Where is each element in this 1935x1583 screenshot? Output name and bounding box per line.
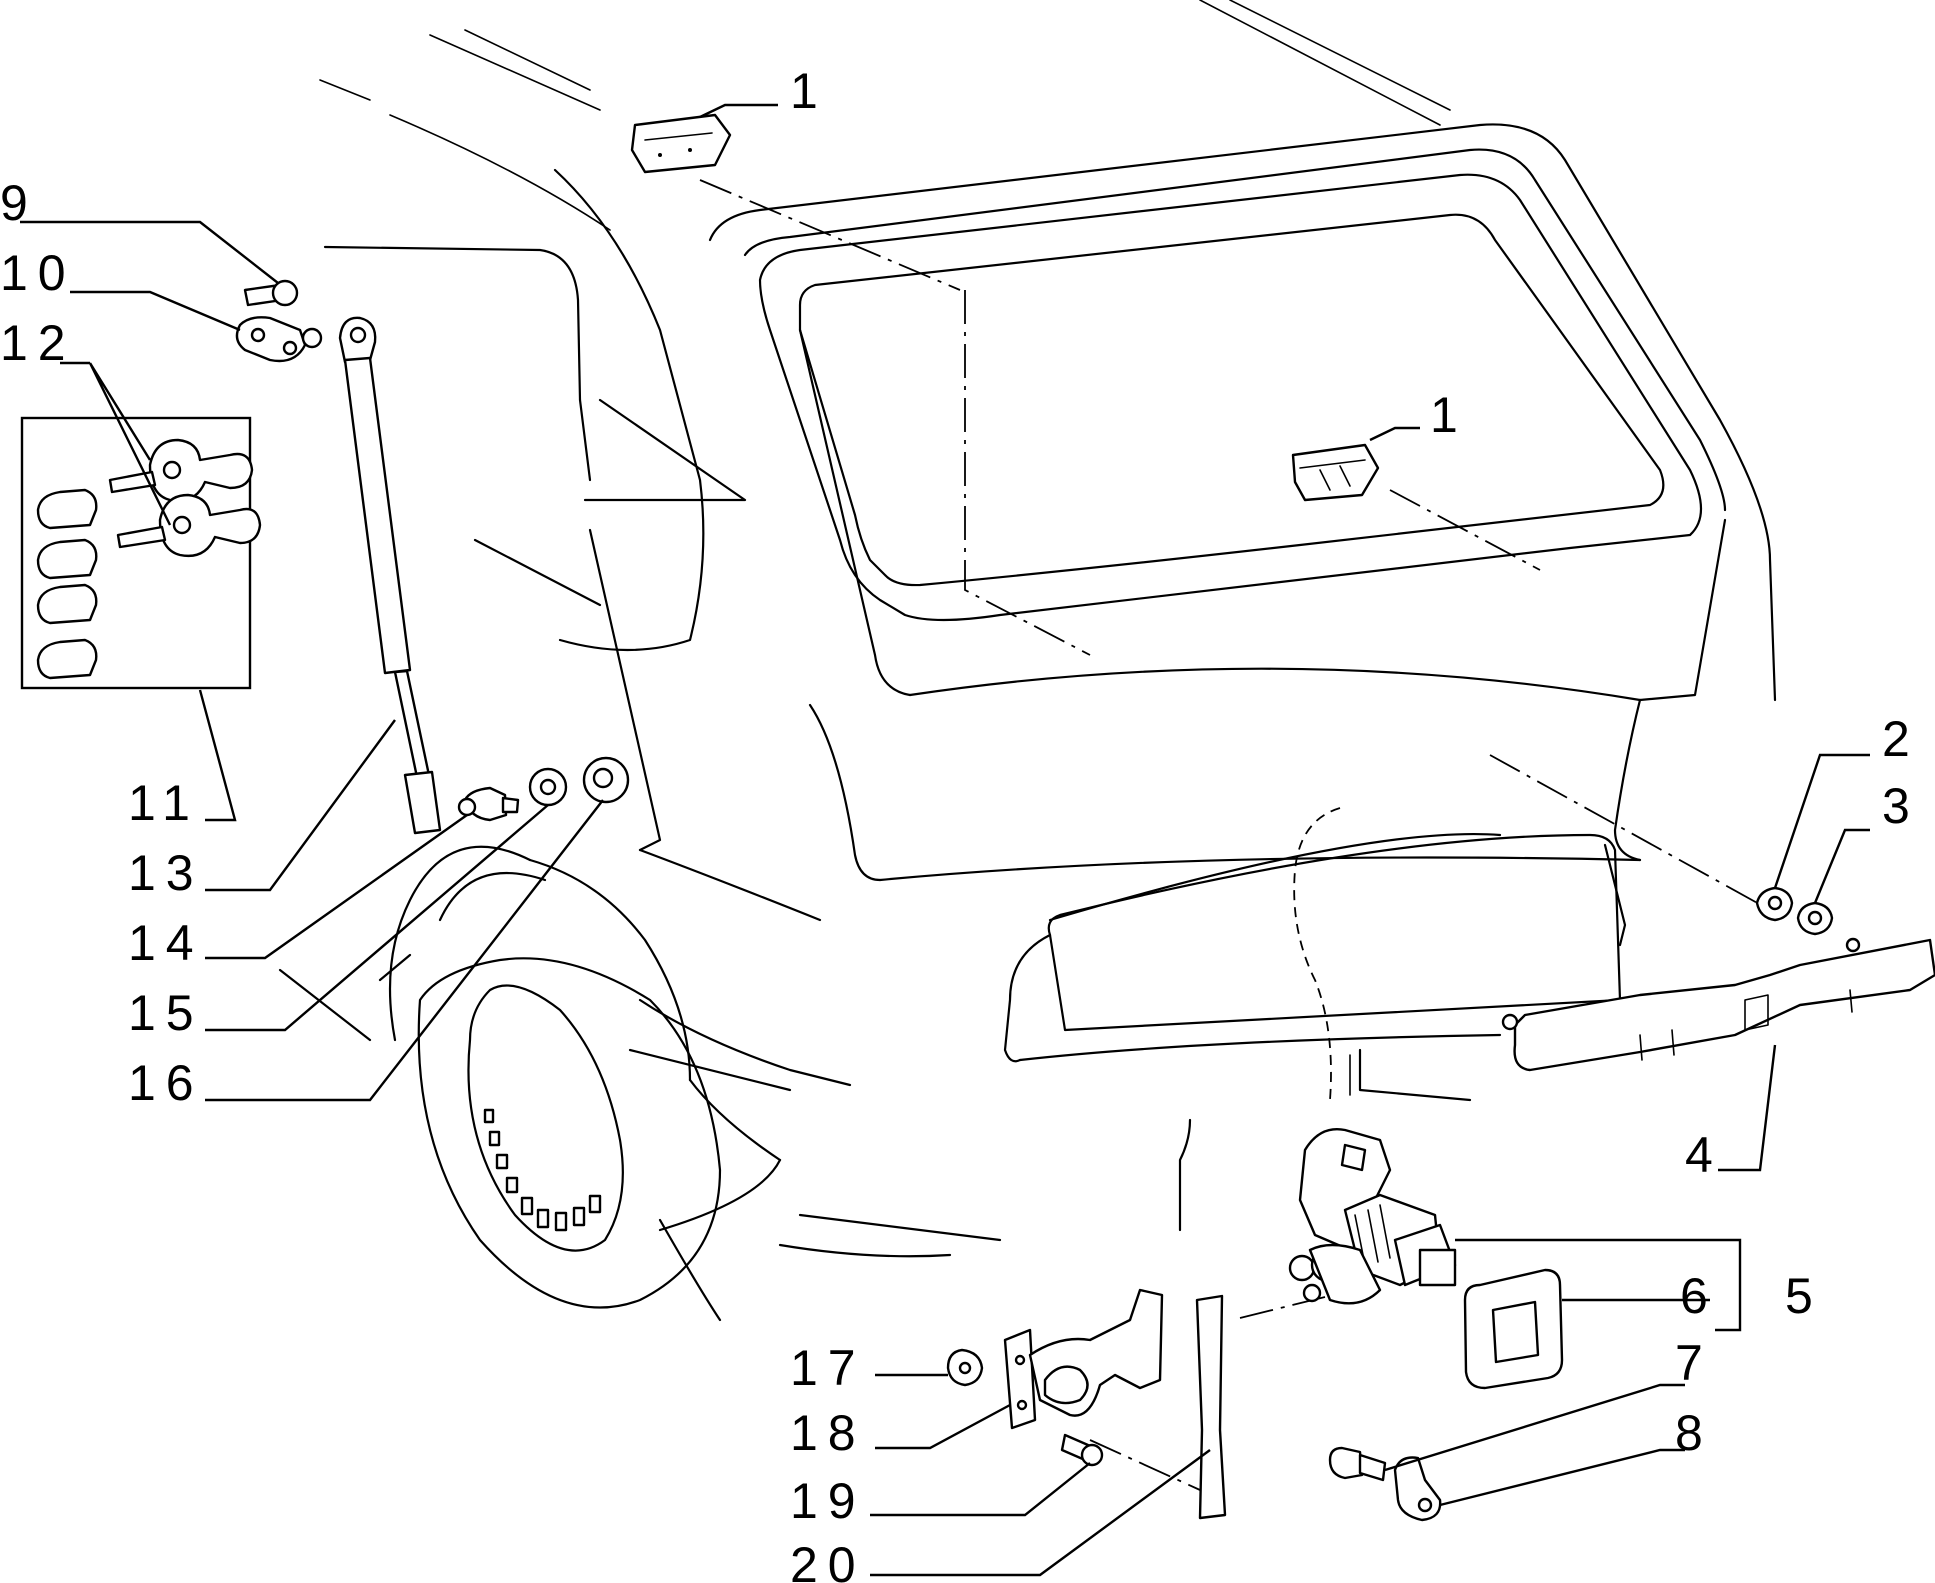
part-4-tailgate-handle [1501, 937, 1935, 1072]
part-3-nut [1796, 901, 1834, 936]
callout-1-top: 1 [790, 63, 828, 119]
part-7-screw [1328, 1446, 1387, 1482]
assembly-centerlines [699, 179, 1771, 1491]
callout-1-window: 1 [1430, 387, 1468, 443]
part-1-buffer-window [1291, 443, 1380, 502]
callout-16: 16 [128, 1055, 204, 1111]
part-15-washer [528, 767, 568, 807]
part-16-washer [582, 756, 630, 804]
callout-14: 14 [128, 915, 204, 971]
leader-lines [20, 103, 1870, 1577]
callout-15: 15 [128, 985, 204, 1041]
part-19-bolt [1060, 1433, 1104, 1467]
part-20-seal-strip [1195, 1294, 1227, 1520]
callout-4: 4 [1685, 1127, 1723, 1183]
part-10-bracket [235, 316, 323, 363]
callout-labels: 1 1 2 3 4 5 6 7 8 9 10 12 11 13 14 15 16… [0, 63, 1920, 1583]
part-17-nut [946, 1348, 984, 1387]
callout-8: 8 [1675, 1405, 1713, 1461]
part-1-buffer-top [630, 113, 732, 174]
callout-10: 10 [0, 245, 76, 301]
part-9-bolt [243, 279, 299, 307]
wheel-cover-slots [483, 1108, 602, 1232]
callout-7: 7 [1675, 1335, 1713, 1391]
callout-3: 3 [1882, 778, 1920, 834]
car-body-outline [278, 0, 1777, 1322]
part-2-nut [1755, 886, 1794, 922]
callout-9: 9 [0, 175, 38, 231]
part-18-striker [1003, 1288, 1164, 1430]
callout-12: 12 [0, 315, 76, 371]
part-8-clip [1393, 1456, 1442, 1522]
callout-17: 17 [790, 1340, 866, 1396]
part-14-screw [457, 786, 520, 822]
callout-6: 6 [1680, 1268, 1718, 1324]
callout-13: 13 [128, 845, 204, 901]
callout-2: 2 [1882, 711, 1920, 767]
callout-20: 20 [790, 1537, 866, 1583]
part-11-12-key-set [20, 416, 262, 690]
part-6-gasket [1463, 1268, 1564, 1390]
callout-11: 11 [128, 775, 200, 831]
part-13-gas-strut [338, 316, 442, 835]
callout-5: 5 [1785, 1268, 1823, 1324]
part-5-lock-assembly [1288, 1128, 1457, 1305]
callout-18: 18 [790, 1405, 866, 1461]
callout-19: 19 [790, 1473, 866, 1529]
